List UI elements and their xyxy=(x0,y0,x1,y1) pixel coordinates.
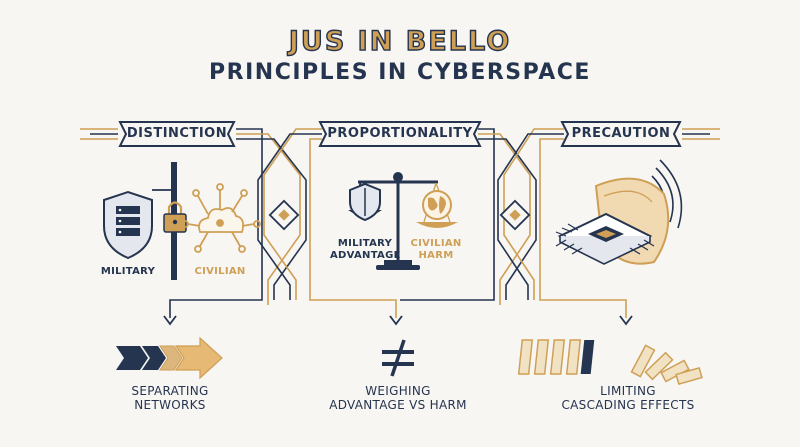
chevron-arrows-icon xyxy=(116,336,223,380)
military-label: MILITARY xyxy=(100,266,156,277)
padlock-icon xyxy=(163,201,187,233)
arrow-down-2 xyxy=(389,315,403,326)
outcome-limiting-cascading: LIMITING CASCADING EFFECTS xyxy=(561,384,695,412)
arrow-down-3 xyxy=(619,315,633,326)
server-shield-icon xyxy=(103,190,153,260)
principle-proportionality: PROPORTIONALITY xyxy=(327,126,473,141)
dominoes-icon xyxy=(517,339,703,386)
banner-distinction xyxy=(118,121,236,147)
circuit-node-right xyxy=(499,199,531,231)
circuit-node-left xyxy=(268,199,300,231)
civilian-harm-label: CIVILIAN HARM xyxy=(410,238,462,261)
microchip-icon xyxy=(555,212,655,265)
title-line-2: PRINCIPLES IN CYBERSPACE xyxy=(209,60,591,85)
title-line-1: JUS IN BELLO xyxy=(288,25,512,57)
arrow-down-1 xyxy=(163,315,177,326)
cloud-network-icon xyxy=(181,183,261,253)
outcome-weighing: WEIGHING ADVANTAGE VS HARM xyxy=(329,384,467,412)
banner-proportionality xyxy=(318,121,482,147)
not-equal-icon xyxy=(382,339,414,377)
civilian-label: CIVILIAN xyxy=(194,266,246,277)
principle-precaution: PRECAUTION xyxy=(571,126,671,141)
military-advantage-label: MILITARY ADVANTAGE xyxy=(330,238,401,261)
principle-distinction: DISTINCTION xyxy=(126,126,228,141)
banner-precaution xyxy=(560,121,682,147)
shield-icon xyxy=(349,182,381,222)
outcome-separating-networks: SEPARATING NETWORKS xyxy=(131,384,209,412)
circuit-lines xyxy=(80,128,720,318)
globe-icon xyxy=(422,190,452,220)
